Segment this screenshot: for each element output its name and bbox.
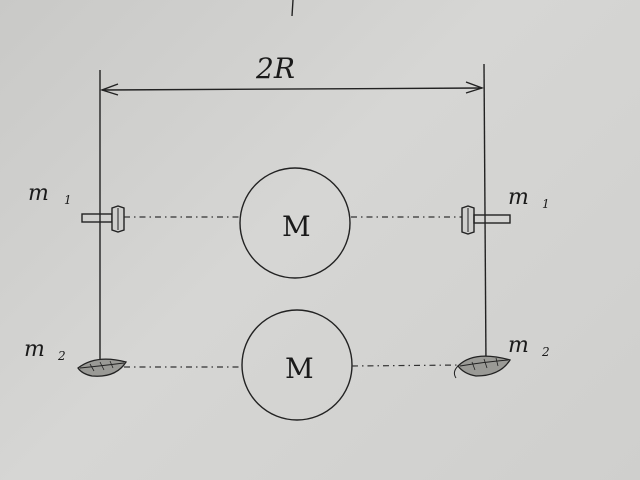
svg-text:m: m: [28, 181, 49, 206]
span-label: 2R: [255, 52, 295, 85]
m2-right-leaf-icon: [453, 355, 512, 379]
svg-text:2: 2: [541, 345, 550, 359]
upper-mass-circle: [239, 167, 351, 279]
m1-left-bracket-icon: [81, 205, 125, 233]
m2-right-label: m 2: [508, 333, 550, 359]
m1-right-label: m 1: [508, 185, 550, 211]
lower-mass-label: M: [285, 352, 314, 385]
svg-text:m: m: [24, 337, 45, 362]
svg-text:1: 1: [542, 197, 550, 211]
svg-text:1: 1: [64, 193, 72, 207]
top-tick: [291, 0, 294, 17]
m2-left-leaf-icon: [77, 358, 128, 377]
lower-right-dash-line: [351, 364, 463, 367]
lower-mass-circle: [241, 309, 353, 421]
m1-right-bracket-icon: [461, 205, 511, 235]
upper-mass-label: M: [282, 210, 311, 243]
dimension-arrow: [99, 81, 485, 96]
m2-left-label: m 2: [24, 337, 66, 363]
svg-text:2: 2: [57, 349, 66, 363]
m1-left-label: m 1: [28, 181, 72, 207]
svg-text:m: m: [508, 333, 529, 358]
svg-text:m: m: [508, 185, 529, 210]
